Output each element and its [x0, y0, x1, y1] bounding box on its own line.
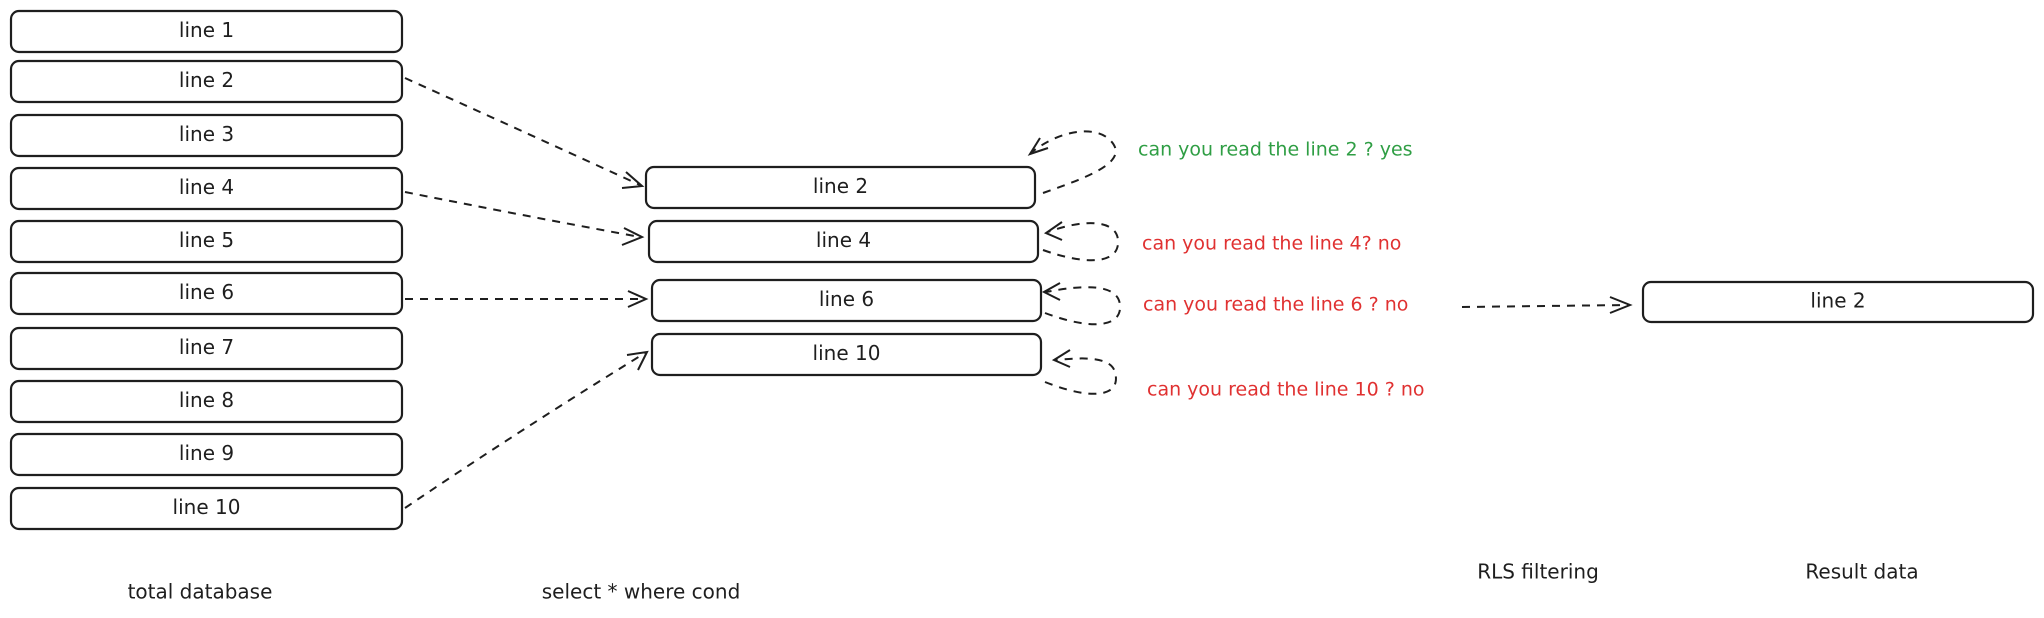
db-row-6-label: line 6 [179, 280, 234, 304]
selected-row-2-label: line 4 [816, 228, 871, 252]
db-row-3: line 3 [9, 113, 404, 158]
selected-row-1: line 2 [644, 165, 1037, 210]
db-row-7-box [9, 326, 404, 371]
check-line10-text: can you read the line 10 ? no [1147, 379, 1425, 401]
arrow-line4-to-selected [404, 191, 641, 238]
caption-result-data: Result data [1805, 560, 1918, 584]
db-row-3-label: line 3 [179, 122, 234, 146]
db-row-3-box [9, 113, 404, 158]
result-row-1-label: line 2 [1810, 289, 1865, 313]
loop-line6-head [1041, 282, 1061, 301]
selected-row-4-box [650, 332, 1043, 377]
db-row-4-label: line 4 [179, 175, 234, 199]
db-row-7-label: line 7 [179, 335, 234, 359]
db-row-2: line 2 [9, 59, 404, 104]
db-row-2-box [9, 59, 404, 104]
arrow-line2-to-selected [404, 77, 641, 186]
caption-rls-filtering: RLS filtering [1477, 560, 1599, 584]
db-row-8-box [9, 379, 404, 424]
select-arrows [404, 77, 649, 509]
check-line2-text: can you read the line 2 ? yes [1138, 139, 1413, 161]
loop-line4 [1042, 222, 1120, 262]
db-row-9-label: line 9 [179, 441, 234, 465]
db-row-5-label: line 5 [179, 228, 234, 252]
selected-row-4-label: line 10 [813, 341, 881, 365]
db-row-5: line 5 [9, 219, 404, 264]
arrow-line6-head [627, 290, 649, 308]
check-line4-text: can you read the line 4? no [1142, 233, 1401, 255]
db-row-1-label: line 1 [179, 18, 234, 42]
result-row-1: line 2 [1641, 280, 2035, 324]
db-row-10: line 10 [9, 486, 404, 531]
db-row-6: line 6 [9, 271, 404, 316]
db-row-7: line 7 [9, 326, 404, 371]
arrow-to-result-head [1609, 296, 1633, 314]
result-row-1-box [1641, 280, 2035, 324]
loop-line10-head [1051, 349, 1071, 368]
selected-row-4: line 10 [650, 332, 1043, 377]
db-row-6-box [9, 271, 404, 316]
db-row-4-box [9, 166, 404, 211]
selected-row-2-box [647, 219, 1040, 264]
result-column: line 2 [1641, 280, 2035, 324]
selected-row-1-label: line 2 [813, 174, 868, 198]
selected-row-3-box [650, 278, 1043, 323]
arrow-to-result [1461, 304, 1629, 308]
caption-total-database: total database [128, 580, 273, 604]
db-row-4: line 4 [9, 166, 404, 211]
db-row-5-box [9, 219, 404, 264]
db-row-1-box [9, 9, 404, 54]
loop-line2 [1031, 130, 1117, 194]
loop-line10 [1044, 357, 1117, 395]
db-row-9: line 9 [9, 432, 404, 477]
db-row-2-label: line 2 [179, 68, 234, 92]
selected-row-1-box [644, 165, 1037, 210]
db-row-9-box [9, 432, 404, 477]
db-row-8: line 8 [9, 379, 404, 424]
selected-row-2: line 4 [647, 219, 1040, 264]
db-row-10-box [9, 486, 404, 531]
arrow-line2-head [621, 171, 645, 189]
result-arrow [1461, 296, 1633, 314]
db-row-1: line 1 [9, 9, 404, 54]
loop-line6 [1044, 286, 1122, 326]
loop-line4-head [1043, 221, 1063, 241]
check-loops [1027, 130, 1122, 395]
database-column: line 1 line 2 line 3 line 4 line 5 line 6 line… [9, 9, 404, 531]
db-row-10-label: line 10 [173, 495, 241, 519]
selected-row-3: line 6 [650, 278, 1043, 323]
check-line6-text: can you read the line 6 ? no [1143, 294, 1408, 316]
loop-line2-head [1027, 137, 1049, 156]
db-row-8-label: line 8 [179, 388, 234, 412]
selected-column: line 2 line 4 line 6 line 10 [644, 165, 1043, 377]
caption-select-where: select * where cond [542, 580, 741, 604]
arrow-line10-head [626, 350, 649, 371]
arrow-line4-head [621, 227, 645, 246]
selected-row-3-label: line 6 [819, 287, 874, 311]
arrow-line10-to-selected [404, 352, 646, 509]
